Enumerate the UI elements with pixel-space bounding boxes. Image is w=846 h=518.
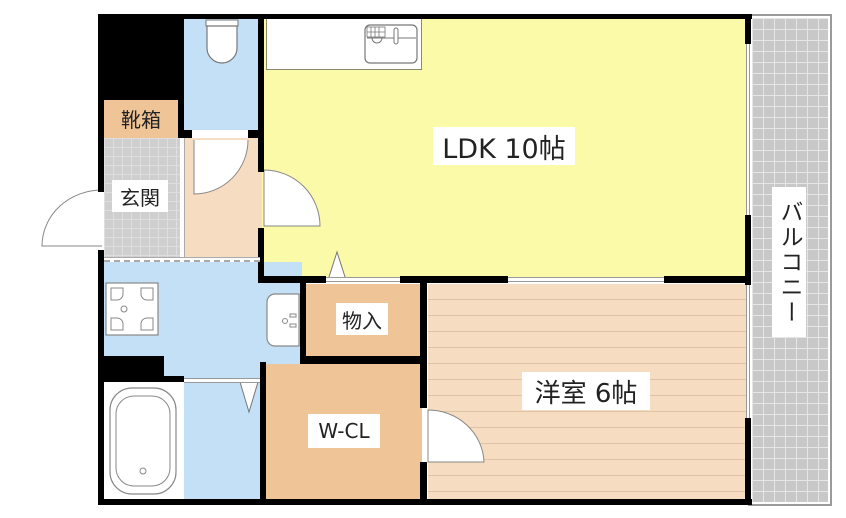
wall-right-mid: [745, 215, 751, 285]
entrance-label: 玄関: [112, 180, 168, 212]
washroom-sliding-door[interactable]: [184, 378, 260, 383]
balcony-window-lower[interactable]: [746, 285, 750, 418]
western-room-window[interactable]: [508, 277, 664, 282]
wall-block-washroom: [98, 356, 164, 382]
wall-top: [98, 14, 752, 19]
wall-right-upper: [745, 14, 751, 44]
genkan-step: [104, 257, 260, 262]
storage-sliding-door[interactable]: [326, 277, 400, 282]
entrance-label-text: 玄関: [120, 185, 160, 210]
shoe-box-label: 靴箱: [112, 103, 170, 133]
washbasin-icon: [266, 293, 300, 347]
bathtub-icon: [109, 387, 177, 495]
wall-toilet-left: [178, 14, 184, 138]
kitchen-sink-icon: [364, 24, 418, 64]
wall-ldk-bottom-1: [258, 276, 326, 283]
wall-storage-bottom: [300, 356, 427, 364]
bathroom-door-icon[interactable]: [238, 380, 260, 416]
wall-washroom-right: [300, 280, 306, 362]
toilet-door-icon[interactable]: [192, 139, 252, 196]
ldk-label-text: LDK 10帖: [442, 133, 566, 165]
balcony-window-upper[interactable]: [746, 44, 750, 215]
storage-label: 物入: [336, 303, 388, 335]
shoe-box: [104, 100, 180, 138]
wall-bath-divider: [164, 376, 184, 382]
ldk-label: LDK 10帖: [433, 127, 575, 165]
wall-storage-right: [420, 280, 427, 408]
wcl-label: W-CL: [308, 414, 380, 448]
wcl-label-text: W-CL: [318, 419, 370, 443]
wall-toilet-bottom-r: [248, 130, 262, 138]
washing-machine-pan-icon: [105, 282, 159, 336]
wall-toilet-bottom-l: [178, 130, 192, 138]
wall-left-upper: [98, 14, 104, 192]
wall-wcl-left: [260, 362, 266, 505]
western-room-label: 洋室 6帖: [522, 372, 650, 410]
balcony-label-text: バルコニー: [776, 199, 802, 325]
wall-ldk-bottom-2: [400, 276, 508, 283]
wall-wcl-right-lower: [420, 462, 427, 505]
wall-ldk-left-lower: [258, 228, 264, 280]
balcony-label: バルコニー: [772, 187, 806, 337]
wall-left-lower: [98, 250, 104, 505]
entrance-door-icon[interactable]: [40, 189, 104, 250]
toilet-icon: [205, 19, 239, 64]
western-room-label-text: 洋室 6帖: [534, 378, 638, 409]
wall-ldk-left-upper: [258, 14, 264, 172]
ldk-door-icon[interactable]: [262, 169, 322, 230]
wall-right-lower: [745, 418, 751, 505]
western-room-door-icon[interactable]: [426, 408, 486, 464]
shoe-box-label-text: 靴箱: [121, 107, 161, 132]
wall-ldk-bottom-3: [664, 276, 750, 283]
shaft-block: [98, 14, 184, 100]
storage-label-text: 物入: [342, 308, 382, 333]
